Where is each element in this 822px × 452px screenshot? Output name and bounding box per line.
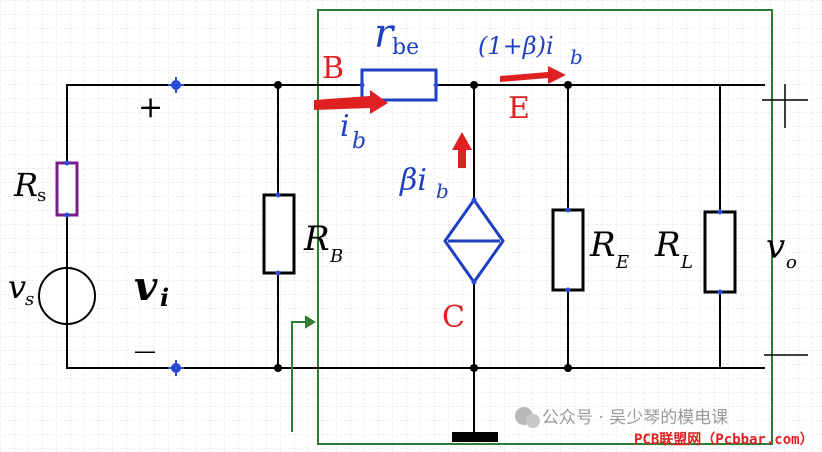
equivalent-circuit-box — [317, 9, 773, 445]
label-node-b: B — [322, 51, 344, 86]
vi-minus-sign: — — [134, 339, 156, 364]
resistor-rb — [262, 193, 296, 275]
green-pointer-arrow — [291, 315, 316, 432]
svg-text:i: i — [340, 109, 350, 144]
circuit-wires — [66, 84, 765, 434]
wire-top-left — [66, 84, 362, 165]
resistor-re — [551, 208, 585, 292]
svg-text:s: s — [37, 185, 46, 206]
svg-text:E: E — [615, 252, 629, 273]
label-vo: v o — [766, 227, 797, 273]
resistor-rl — [703, 210, 737, 294]
watermark-account: 公众号 · 吴少琴的模电课 — [542, 408, 728, 428]
svg-text:(1+β)i: (1+β)i — [478, 32, 554, 60]
svg-text:βi: βi — [399, 163, 427, 198]
vi-plus-sign: + — [138, 90, 163, 125]
label-node-c: C — [442, 300, 465, 335]
svg-text:R: R — [13, 166, 38, 204]
label-vi: v i — [134, 263, 169, 312]
svg-text:s: s — [25, 289, 34, 310]
svg-text:be: be — [392, 35, 419, 60]
svg-text:B: B — [329, 246, 343, 267]
svg-text:R: R — [589, 225, 616, 265]
label-node-e: E — [508, 91, 530, 126]
controlled-current-source — [443, 197, 505, 285]
resistor-rs — [55, 161, 79, 217]
svg-text:b: b — [352, 129, 366, 154]
wire-bottom — [66, 292, 721, 369]
svg-text:v: v — [766, 227, 785, 267]
svg-text:b: b — [436, 179, 449, 203]
svg-text:i: i — [160, 283, 169, 312]
svg-text:o: o — [786, 252, 797, 273]
ib-arrow — [314, 90, 388, 114]
label-rs: R s — [13, 166, 46, 206]
ground-symbol — [452, 432, 498, 442]
watermark-site: PCB联盟网（Pcbbar.com） — [634, 432, 814, 448]
label-rbe: r be — [374, 11, 419, 60]
svg-text:L: L — [680, 252, 693, 273]
svg-text:r: r — [374, 11, 396, 57]
junction-dots — [274, 81, 572, 372]
svg-text:v: v — [134, 263, 158, 310]
beta-ib-arrow — [452, 132, 472, 168]
label-ib: i b — [340, 109, 366, 154]
svg-text:R: R — [303, 219, 330, 259]
svg-text:b: b — [570, 45, 583, 69]
svg-text:R: R — [654, 225, 681, 265]
label-rb: R B — [303, 219, 343, 267]
label-rl: R L — [654, 225, 693, 273]
emitter-current-arrow — [500, 66, 566, 84]
watermark: 公众号 · 吴少琴的模电课 PCB联盟网（Pcbbar.com） — [515, 407, 814, 448]
label-vs: v s — [8, 268, 34, 310]
label-beta-ib: βi b — [399, 163, 449, 203]
svg-text:v: v — [8, 268, 26, 306]
label-emitter-current: (1+β)i b — [478, 32, 583, 69]
label-re: R E — [589, 225, 629, 273]
